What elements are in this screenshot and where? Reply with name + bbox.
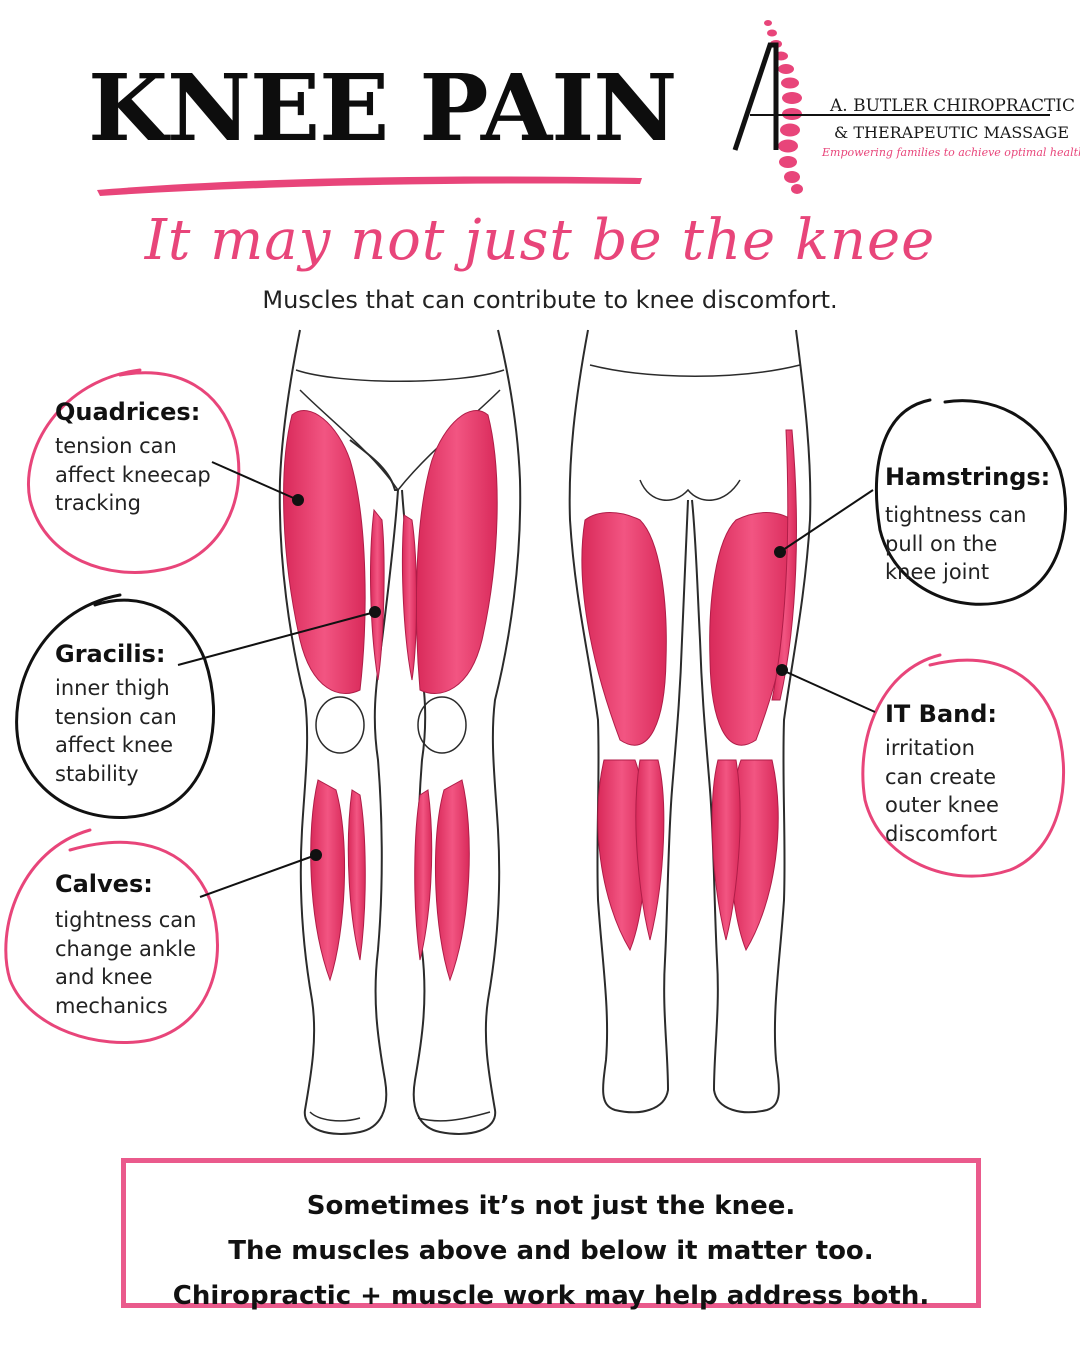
- calf-back-right-2: [711, 759, 741, 941]
- label-quadriceps-title: Quadrices:: [55, 398, 201, 426]
- brush-circle-hamstrings: [875, 398, 1067, 606]
- callout-line-2: The muscles above and below it matter to…: [228, 1236, 874, 1266]
- gracilis-left: [370, 508, 385, 681]
- page-title: KNEE PAIN: [88, 54, 677, 162]
- calf-front-left-2: [347, 789, 366, 961]
- hamstrings-left: [581, 512, 667, 746]
- calf-back-left-2: [635, 759, 665, 941]
- clinic-logo: [732, 20, 1050, 194]
- brush-circle-calves: [4, 828, 219, 1044]
- quadriceps-right: [415, 410, 498, 694]
- label-gracilis: Gracilis: inner thigh tension can affect…: [55, 640, 177, 788]
- brush-circle-quadriceps: [27, 368, 241, 574]
- callout-line-1: Sometimes it’s not just the knee.: [306, 1191, 796, 1221]
- calf-front-right: [434, 779, 470, 982]
- label-hamstrings-text: tightness can pull on the knee joint: [885, 503, 1027, 584]
- label-gracilis-title: Gracilis:: [55, 640, 166, 668]
- title-brush-underline: [97, 176, 642, 196]
- label-hamstrings: Hamstrings: tightness can pull on the kn…: [885, 463, 1050, 587]
- brush-circle-gracilis: [15, 593, 216, 819]
- label-it-band: IT Band: irritation can create outer kne…: [885, 700, 999, 848]
- callout-box: Sometimes it’s not just the knee. The mu…: [121, 1158, 981, 1311]
- label-calves-title: Calves:: [55, 870, 153, 898]
- label-it-band-text: irritation can create outer knee discomf…: [885, 736, 999, 846]
- brush-circle-it-band: [861, 653, 1066, 878]
- adductor-right: [401, 514, 417, 681]
- logo-tagline: Empowering families to achieve optimal h…: [822, 146, 1080, 159]
- label-quadriceps-text: tension can affect kneecap tracking: [55, 434, 211, 515]
- it-band-strip: [771, 429, 797, 701]
- logo-name-line1: A. BUTLER CHIROPRACTIC: [830, 96, 1076, 116]
- label-calves-text: tightness can change ankle and knee mech…: [55, 908, 197, 1018]
- subtitle: Muscles that can contribute to knee disc…: [262, 286, 838, 314]
- script-heading: It may not just be the knee: [144, 208, 936, 273]
- label-calves: Calves: tightness can change ankle and k…: [55, 870, 196, 1020]
- calf-front-right-2: [414, 789, 433, 961]
- calf-front-left: [310, 779, 346, 982]
- label-gracilis-text: inner thigh tension can affect knee stab…: [55, 676, 177, 786]
- label-it-band-title: IT Band:: [885, 700, 998, 728]
- logo-name-line2: & THERAPEUTIC MASSAGE: [834, 123, 1070, 142]
- callout-line-3: Chiropractic + muscle work may help addr…: [172, 1281, 930, 1311]
- quadriceps-left: [283, 410, 366, 694]
- label-quadriceps: Quadrices: tension can affect kneecap tr…: [55, 398, 211, 518]
- label-hamstrings-title: Hamstrings:: [885, 463, 1051, 491]
